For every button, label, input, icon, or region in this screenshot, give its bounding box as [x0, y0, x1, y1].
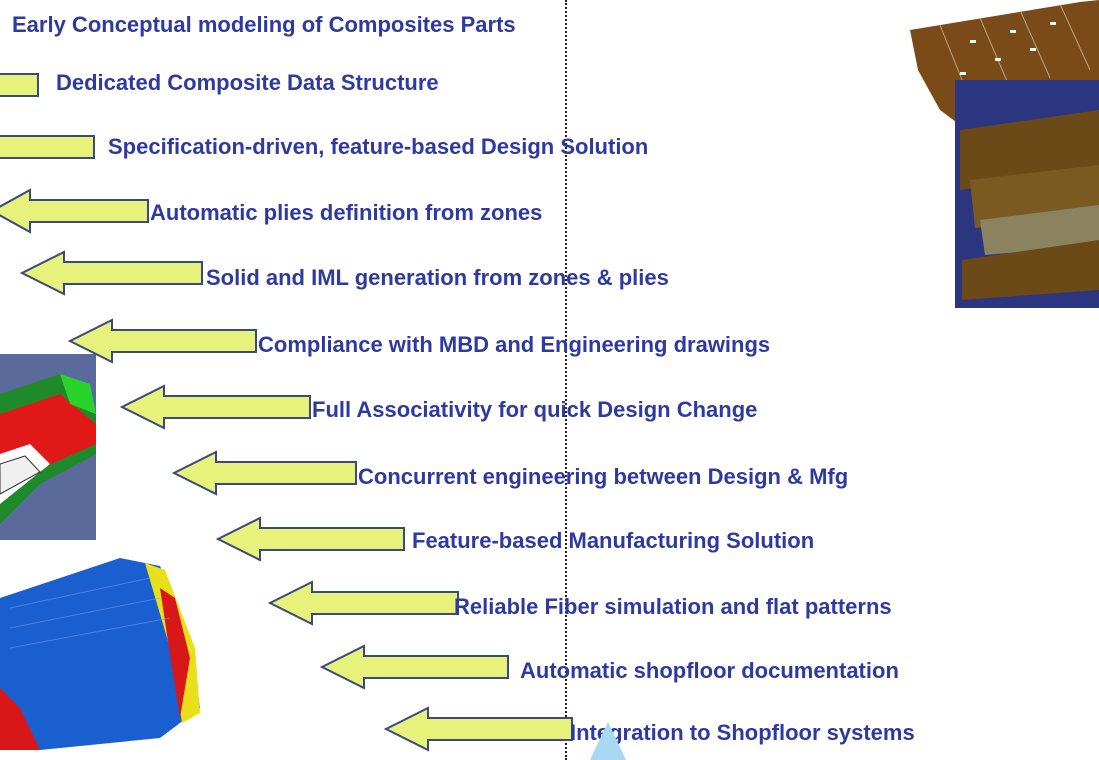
feature-arrow-5 [68, 318, 258, 364]
pointer-triangle-icon [590, 722, 626, 760]
feature-label-10: Automatic shopfloor documentation [520, 658, 899, 683]
feature-arrow-6 [120, 384, 312, 430]
feature-label-1: Dedicated Composite Data Structure [56, 70, 439, 95]
feature-label-6: Full Associativity for quick Design Chan… [312, 397, 758, 422]
composite-mesh-image-blue [0, 548, 200, 750]
feature-label-2: Specification-driven, feature-based Desi… [108, 134, 649, 159]
feature-label-3: Automatic plies definition from zones [150, 200, 543, 225]
feature-arrow-3 [0, 188, 150, 234]
feature-label-11: Integration to Shopfloor systems [570, 720, 915, 745]
feature-arrow-2 [0, 124, 96, 170]
feature-arrow-4 [20, 250, 204, 296]
composite-panel-image [900, 0, 1099, 308]
feature-label-7: Concurrent engineering between Design & … [358, 464, 849, 489]
timeline-divider [565, 0, 567, 760]
feature-arrow-1 [0, 62, 40, 108]
feature-arrow-8 [216, 516, 406, 562]
feature-arrow-9 [268, 580, 460, 626]
feature-label-9: Reliable Fiber simulation and flat patte… [454, 594, 892, 619]
feature-label-8: Feature-based Manufacturing Solution [412, 528, 815, 553]
feature-arrow-11 [384, 706, 574, 752]
feature-label-4: Solid and IML generation from zones & pl… [206, 265, 669, 290]
slide-title: Early Conceptual modeling of Composites … [12, 12, 516, 37]
composite-mesh-image-red-green [0, 354, 96, 540]
feature-arrow-7 [172, 450, 358, 496]
feature-arrow-10 [320, 644, 510, 690]
feature-label-5: Compliance with MBD and Engineering draw… [258, 332, 771, 357]
